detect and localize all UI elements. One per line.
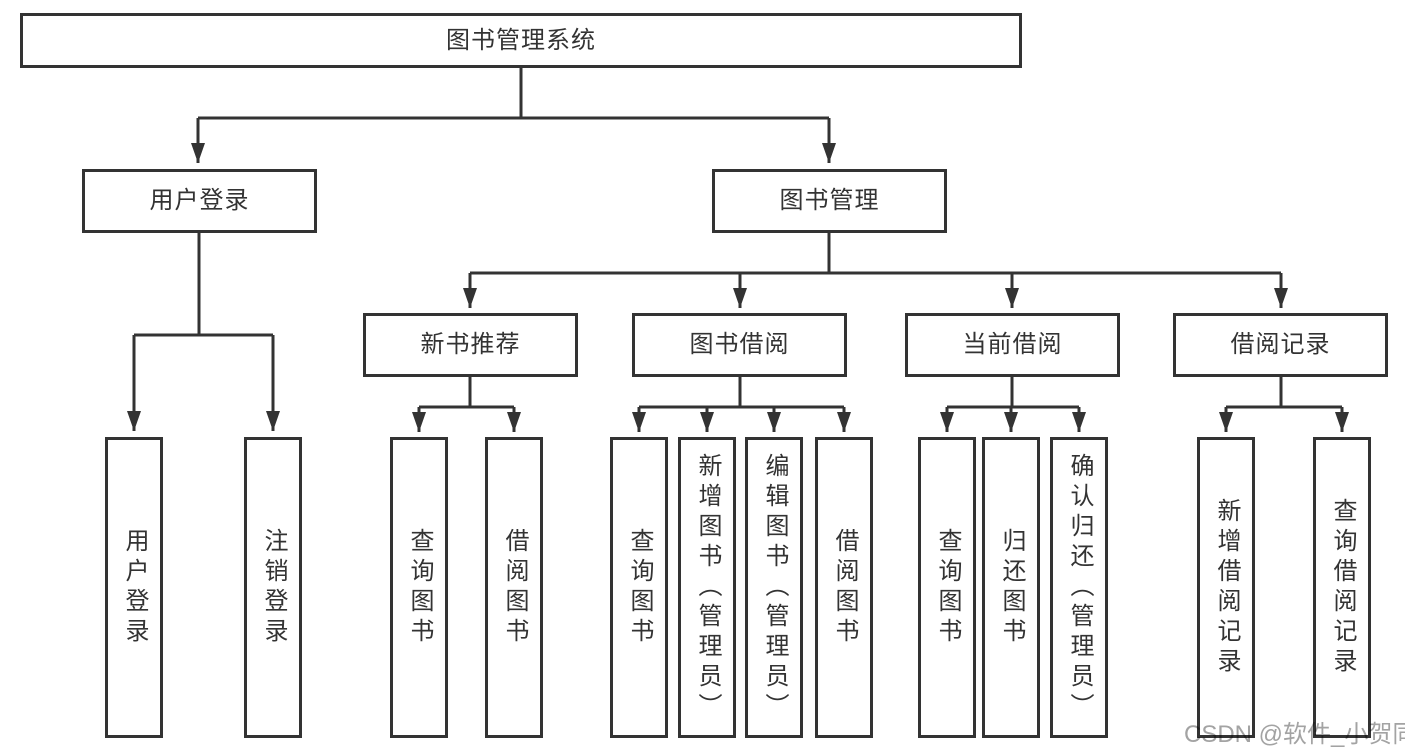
leaf-query-borrow-record-label: 查询借阅记录 [1329, 497, 1356, 678]
leaf-query-book-current: 查询图书 [918, 437, 976, 738]
leaf-add-borrow-record: 新增借阅记录 [1197, 437, 1255, 738]
leaf-query-book-current-label: 查询图书 [934, 527, 961, 648]
node-book-management: 图书管理 [712, 169, 947, 233]
leaf-borrow-book-label: 借阅图书 [831, 527, 858, 648]
leaf-user-login-label: 用户登录 [121, 527, 148, 648]
node-current-borrow: 当前借阅 [905, 313, 1120, 377]
leaf-query-book-borrow: 查询图书 [610, 437, 668, 738]
leaf-query-book-borrow-label: 查询图书 [626, 527, 653, 648]
connector-root-trunk [198, 68, 829, 120]
leaf-query-book-recommend-label: 查询图书 [406, 527, 433, 648]
leaf-logout: 注销登录 [244, 437, 302, 738]
node-new-book-recommend-label: 新书推荐 [420, 331, 521, 358]
node-root-system-label: 图书管理系统 [446, 26, 596, 54]
leaf-add-book-admin: 新增图书（管理员） [678, 437, 736, 738]
node-current-borrow-label: 当前借阅 [962, 331, 1063, 358]
leaf-add-book-admin-label: 新增图书（管理员） [694, 452, 721, 723]
leaf-confirm-return-admin-label: 确认归还（管理员） [1066, 452, 1093, 723]
leaf-edit-book-admin-label: 编辑图书（管理员） [761, 452, 788, 723]
leaf-confirm-return-admin: 确认归还（管理员） [1050, 437, 1108, 738]
leaf-borrow-book: 借阅图书 [815, 437, 873, 738]
leaf-user-login: 用户登录 [105, 437, 163, 738]
node-user-login-label: 用户登录 [149, 187, 250, 214]
leaf-query-book-recommend: 查询图书 [390, 437, 448, 738]
leaf-return-book: 归还图书 [982, 437, 1040, 738]
node-root-system: 图书管理系统 [20, 13, 1022, 68]
leaf-borrow-book-recommend: 借阅图书 [485, 437, 543, 738]
leaf-return-book-label: 归还图书 [998, 527, 1025, 648]
leaf-borrow-book-recommend-label: 借阅图书 [501, 527, 528, 648]
leaf-logout-label: 注销登录 [260, 527, 287, 648]
leaf-add-borrow-record-label: 新增借阅记录 [1213, 497, 1240, 678]
node-book-management-label: 图书管理 [779, 187, 880, 214]
connector-book-borrow-trunk [639, 377, 844, 409]
node-user-login: 用户登录 [82, 169, 317, 233]
leaf-query-borrow-record: 查询借阅记录 [1313, 437, 1371, 738]
connector-user-login-trunk [134, 233, 273, 337]
connector-records-trunk [1226, 377, 1342, 409]
node-borrow-records: 借阅记录 [1173, 313, 1388, 377]
node-book-borrow-label: 图书借阅 [689, 331, 790, 358]
connector-book-management-trunk [470, 233, 1281, 275]
connector-current-borrow-trunk [947, 377, 1079, 409]
csdn-watermark: CSDN @软件_小贺同学 [1184, 721, 1405, 747]
leaf-edit-book-admin: 编辑图书（管理员） [745, 437, 803, 738]
node-book-borrow: 图书借阅 [632, 313, 847, 377]
node-borrow-records-label: 借阅记录 [1230, 331, 1331, 358]
node-new-book-recommend: 新书推荐 [363, 313, 578, 377]
connector-new-book-trunk [419, 377, 514, 409]
